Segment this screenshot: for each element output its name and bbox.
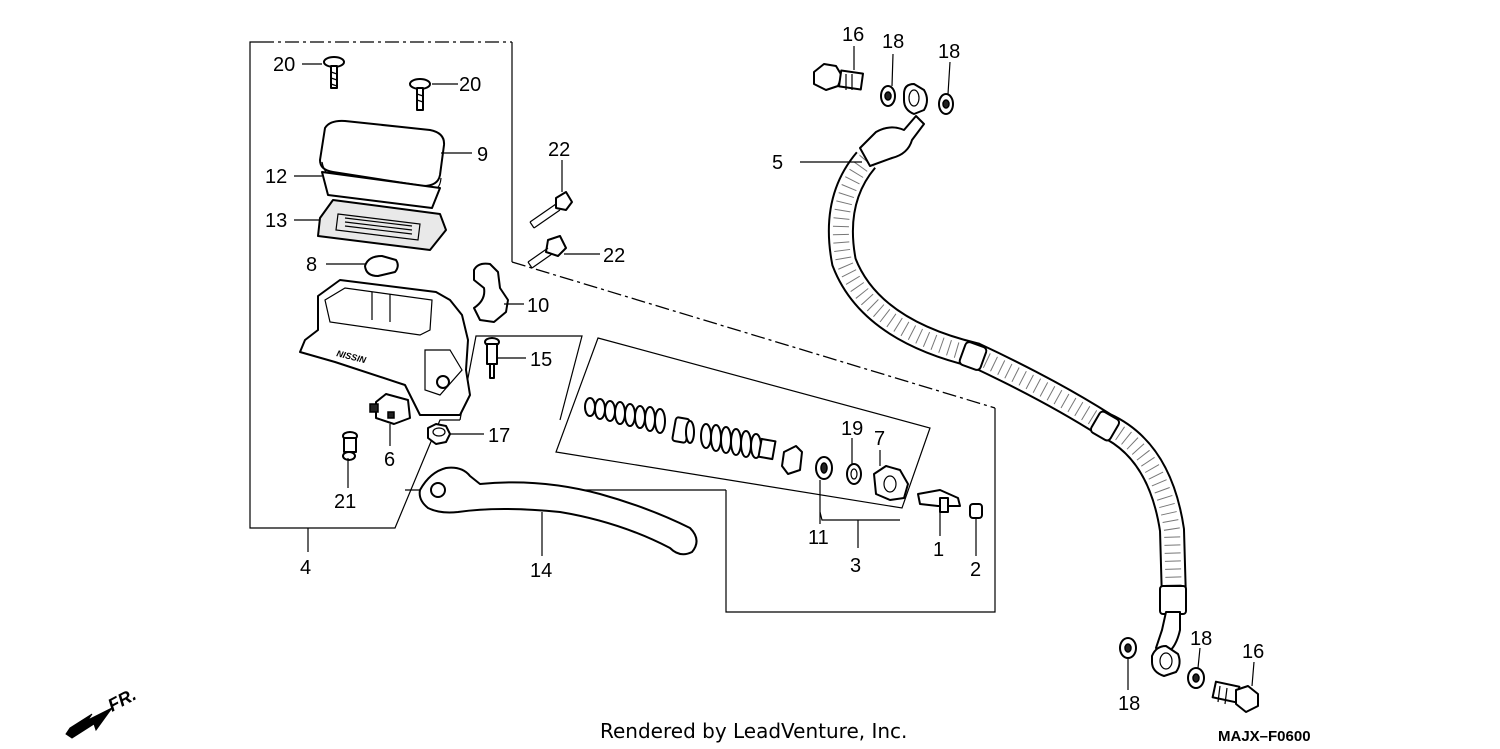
callout-6: 6 xyxy=(384,449,395,471)
sealing-washer-lower-left-icon xyxy=(1119,637,1137,659)
circlip-19-icon xyxy=(846,463,862,485)
diagram-code: MAJX–F0600 xyxy=(1218,728,1311,745)
callout-16-upper: 16 xyxy=(842,24,864,46)
arrow-icon xyxy=(65,707,113,739)
front-direction-indicator: FR. xyxy=(65,684,139,739)
clutch-switch-icon xyxy=(369,393,411,425)
diaphragm-icon xyxy=(317,199,447,251)
master-cylinder-body-icon: NISSIN xyxy=(299,279,471,416)
callout-4: 4 xyxy=(300,557,311,579)
callout-18-upper-right: 18 xyxy=(938,41,960,63)
callout-18-lower-right: 18 xyxy=(1190,628,1212,650)
callout-20-left: 20 xyxy=(273,54,295,76)
clutch-hose-icon xyxy=(827,115,1187,655)
assembly-bracket-4 xyxy=(249,41,513,552)
callout-17: 17 xyxy=(488,425,510,447)
banjo-fitting-lower-icon xyxy=(1151,645,1181,677)
sealing-washer-upper-right-icon xyxy=(938,93,954,115)
callout-labels: 20 20 9 12 13 8 22 22 10 15 17 6 21 4 14… xyxy=(265,24,1264,715)
callout-1: 1 xyxy=(933,539,944,561)
clutch-lever-icon xyxy=(418,466,698,556)
boot-7-icon xyxy=(873,465,909,501)
piston-spring-icon xyxy=(584,397,666,434)
callout-22-lower: 22 xyxy=(603,245,625,267)
footer-rendered-by: Rendered by LeadVenture, Inc. xyxy=(600,719,907,743)
nut-2-icon xyxy=(969,503,983,519)
callout-3: 3 xyxy=(850,555,861,577)
washer-11-icon xyxy=(815,456,833,480)
callout-13: 13 xyxy=(265,210,287,232)
sealing-washer-lower-right-icon xyxy=(1187,667,1205,689)
callout-22-upper: 22 xyxy=(548,139,570,161)
pivot-bolt-icon xyxy=(484,337,500,379)
callout-8: 8 xyxy=(306,254,317,276)
callout-12: 12 xyxy=(265,166,287,188)
reservoir-plate-icon xyxy=(321,171,441,209)
screw-20-right-icon xyxy=(409,78,431,111)
holder-bolt-lower-icon xyxy=(527,235,567,269)
screw-20-left-icon xyxy=(323,56,345,89)
callout-7: 7 xyxy=(874,428,885,450)
callout-16-lower: 16 xyxy=(1242,641,1264,663)
clamp-holder-icon xyxy=(473,262,509,323)
spring-seat-icon xyxy=(671,416,695,444)
callout-14: 14 xyxy=(530,560,552,582)
callout-5: 5 xyxy=(772,152,783,174)
callout-10: 10 xyxy=(527,295,549,317)
callout-18-lower-left: 18 xyxy=(1118,693,1140,715)
callout-11: 11 xyxy=(808,527,829,549)
piston-end-cup-icon xyxy=(781,445,803,475)
callout-9: 9 xyxy=(477,144,488,166)
push-rod-1-icon xyxy=(917,489,961,513)
switch-screw-icon xyxy=(342,431,358,461)
banjo-bolt-upper-icon xyxy=(813,63,865,91)
holder-bolt-upper-icon xyxy=(529,191,573,229)
leader-lines xyxy=(294,46,1255,690)
banjo-fitting-upper-icon xyxy=(903,83,928,115)
callout-19: 19 xyxy=(841,418,863,440)
float-icon xyxy=(364,255,399,277)
nut-icon xyxy=(427,423,451,445)
callout-21: 21 xyxy=(334,491,356,513)
callout-2: 2 xyxy=(970,559,981,581)
banjo-bolt-lower-icon xyxy=(1211,680,1259,713)
piston-cups-icon xyxy=(700,423,777,461)
sealing-washer-upper-left-icon xyxy=(880,85,896,107)
callout-15: 15 xyxy=(530,349,552,371)
callout-18-upper-left: 18 xyxy=(882,31,904,53)
callout-20-right: 20 xyxy=(459,74,481,96)
